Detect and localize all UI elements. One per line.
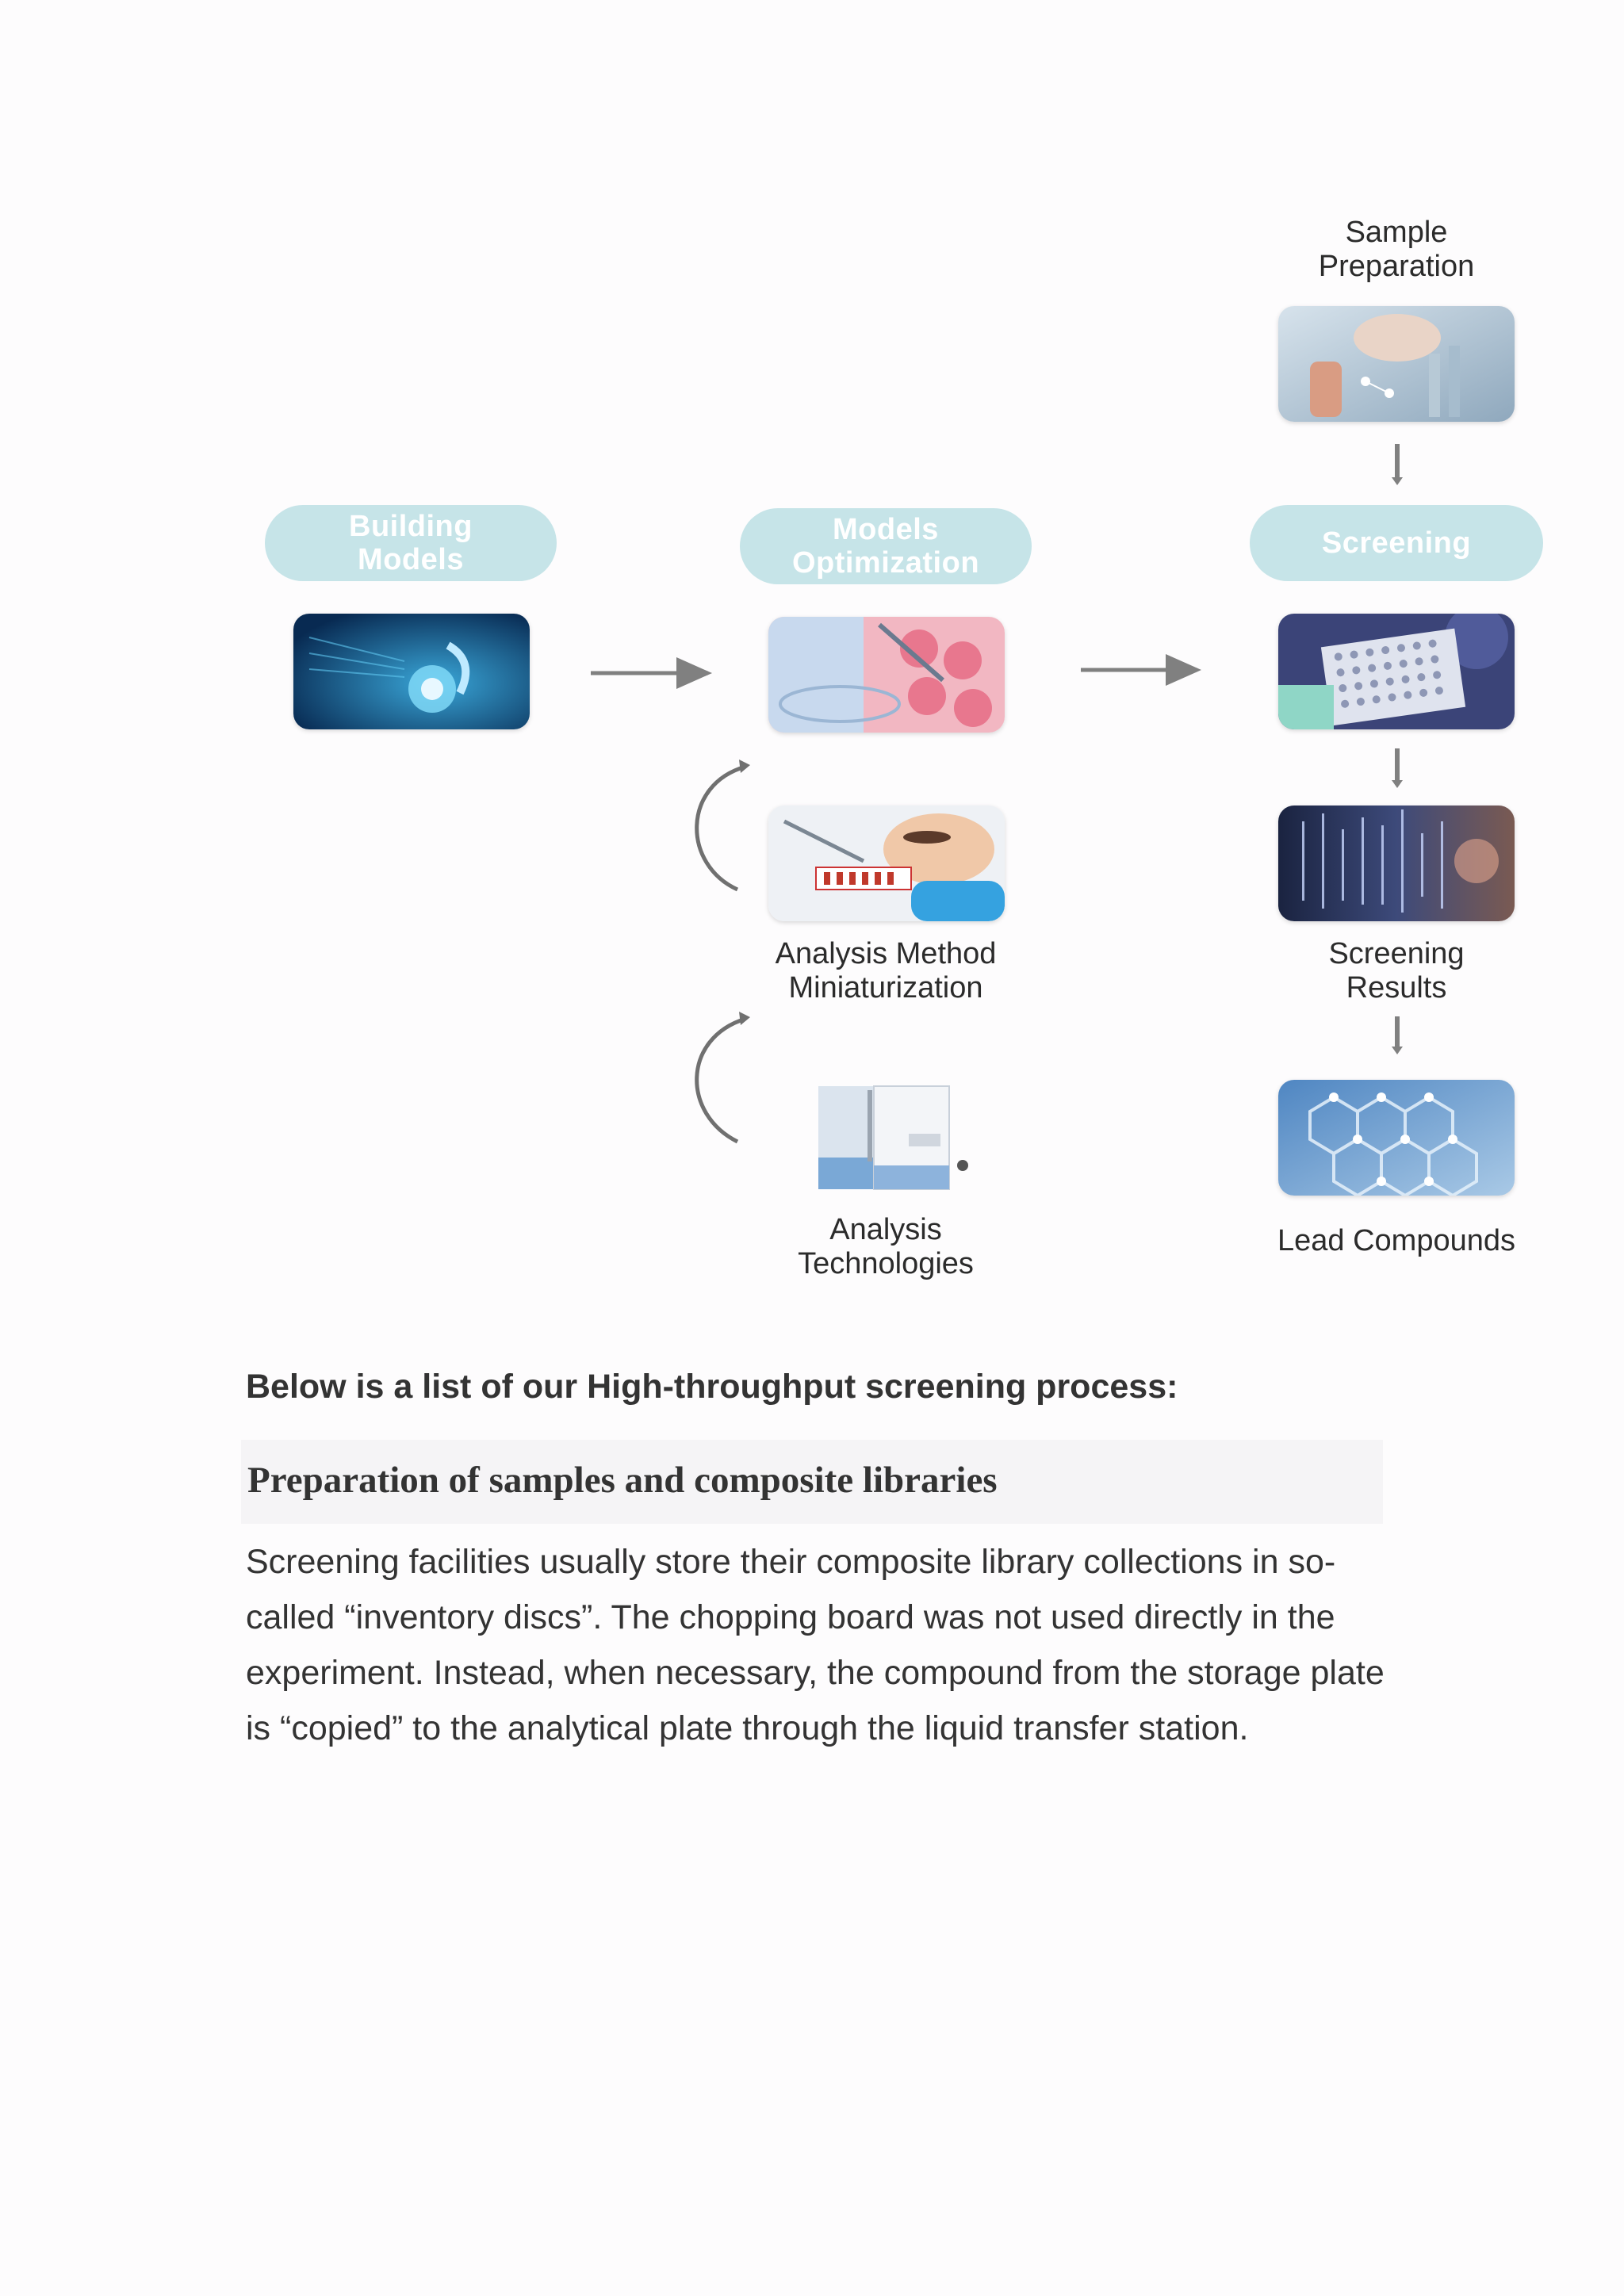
curved-arrow-technologies	[695, 1016, 746, 1144]
label-lead-compounds: Lead Compounds	[1277, 1224, 1515, 1257]
curved-arrow-miniaturization	[695, 764, 746, 892]
lead-compounds-photo	[1278, 1080, 1515, 1196]
body-paragraph: Screening facilities usually store their…	[246, 1543, 1385, 1747]
screening-results-photo	[1278, 806, 1515, 921]
section-heading: Preparation of samples and composite lib…	[247, 1460, 998, 1501]
list-intro: Below is a list of our High-throughput s…	[246, 1368, 1178, 1406]
analysis-instrument-photo	[814, 1078, 972, 1194]
section-heading-box: Preparation of samples and composite lib…	[241, 1440, 1383, 1524]
label-screening-results: Screening Results	[1328, 937, 1465, 1004]
stage-building-models: Building Models	[265, 505, 557, 581]
screening-plate-photo	[1278, 614, 1515, 729]
analysis-method-photo	[768, 806, 1005, 921]
hts-workflow-diagram: Building Models Models Optimization Scre…	[265, 216, 1543, 1280]
label-analysis-method-miniaturization: Analysis Method Miniaturization	[775, 937, 997, 1004]
building-models-photo	[293, 614, 530, 729]
label-sample-preparation: Sample Preparation	[1318, 216, 1475, 283]
models-optimization-photo	[768, 617, 1005, 733]
label-analysis-technologies: Analysis Technologies	[798, 1213, 974, 1280]
diagram-connectors	[591, 444, 1403, 1144]
stage-models-optimization: Models Optimization	[740, 508, 1032, 584]
sample-preparation-photo	[1278, 306, 1515, 422]
stage-screening: Screening	[1250, 505, 1543, 581]
